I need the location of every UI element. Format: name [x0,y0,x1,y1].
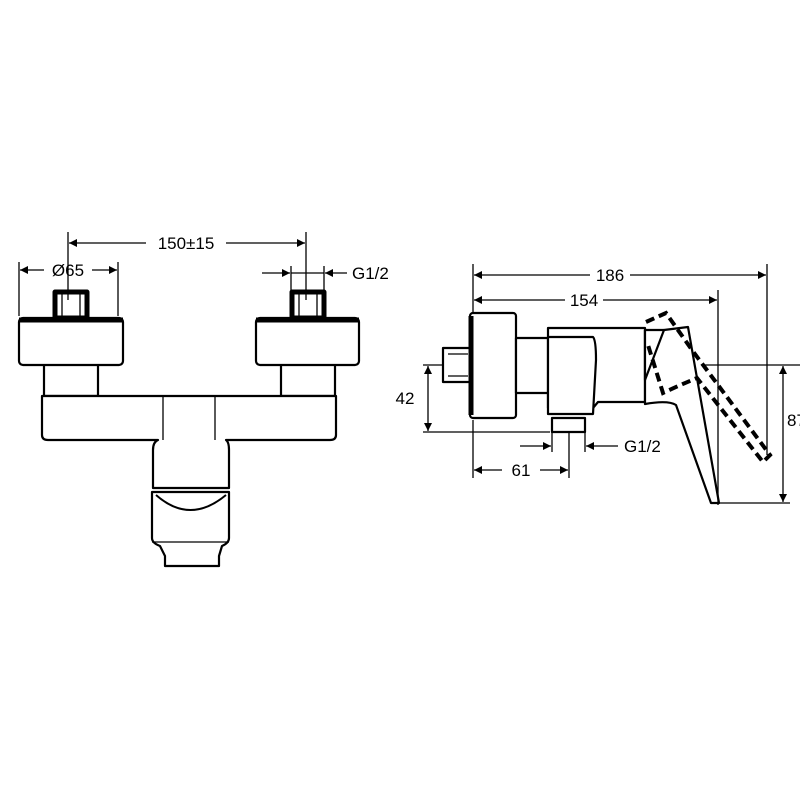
right-inlet-pipe [289,289,327,321]
dim-center-distance-label: 150±15 [158,234,215,253]
dim-diameter: Ø65 [18,261,119,316]
right-cover-stem [279,362,337,398]
dim-outlet-offset-label: 61 [512,461,531,480]
dim-height-outlet: 42 [396,364,550,433]
dim-height-handle: 87 [703,364,800,504]
dim-length-to-handle-label: 154 [570,291,598,310]
dim-length-to-handle: 154 [474,290,719,505]
right-wall-cover [254,316,361,367]
front-view: 150±15 Ø65 G1/2 [17,232,389,568]
mixer-body [40,394,338,490]
threaded-pipe [441,346,472,384]
outlet-block [546,335,598,416]
left-wall-cover [17,316,125,367]
dim-overall-length: 186 [472,264,768,455]
cover-stem-side [514,336,552,395]
lever-raised-position [645,310,773,466]
dim-thread-front-label: G1/2 [352,264,389,283]
dim-center-distance: 150±15 [67,232,307,300]
left-inlet-pipe [52,289,90,321]
left-cover-stem [42,362,100,398]
wall-cover-side [468,311,518,420]
dim-outlet-thread-label: G1/2 [624,437,661,456]
outlet-connector [550,416,587,434]
dim-outlet-thread: G1/2 [520,432,661,456]
dim-thread-front: G1/2 [262,264,389,292]
dim-overall-length-label: 186 [596,266,624,285]
dim-height-handle-label: 87 [787,411,800,430]
dim-height-outlet-label: 42 [396,389,415,408]
side-view: 186 154 42 87 G1/2 [396,264,800,505]
dim-outlet-offset: 61 [472,420,570,480]
spout-outlet [150,490,231,568]
dim-diameter-label: Ø65 [52,261,84,280]
